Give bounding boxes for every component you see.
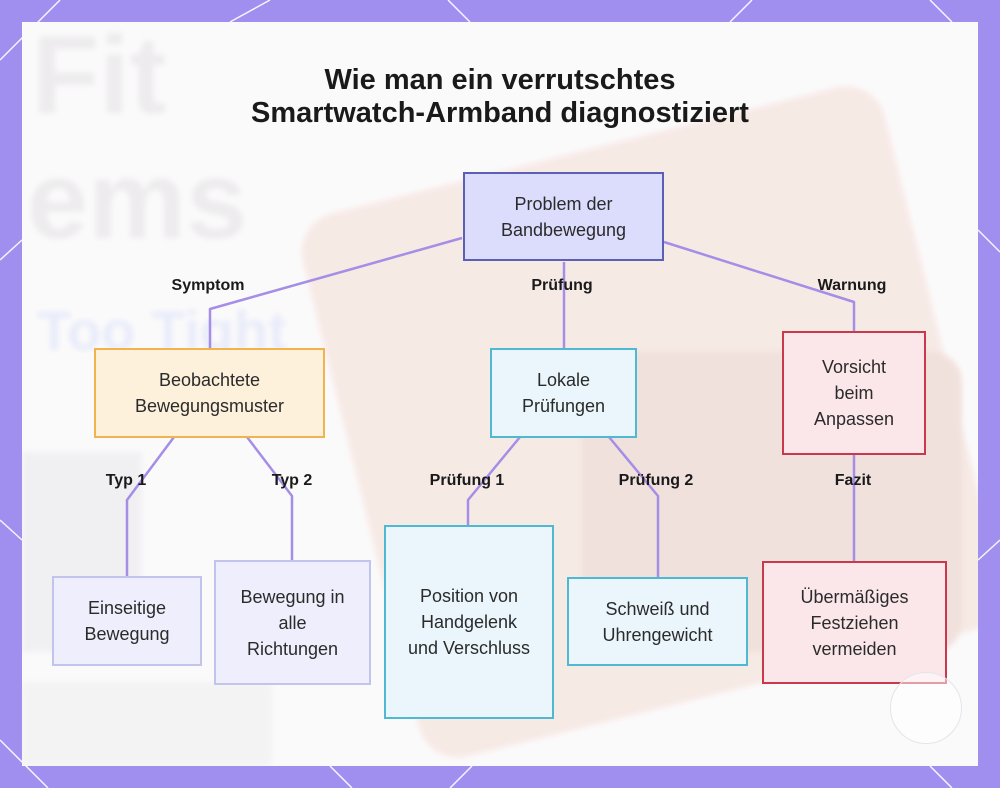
connector-symptom-type2 [246, 436, 294, 560]
connector-checks-check2 [608, 436, 660, 577]
bg-word-fit: Fit [32, 22, 167, 137]
edge-label-symptom: Symptom [171, 277, 245, 294]
node-local-checks: Lokale Prüfungen [490, 348, 637, 438]
title-line-2: Smartwatch-Armband diagnostiziert [251, 97, 749, 129]
node-one-sided-movement: Einseitige Bewegung [52, 576, 202, 666]
diagram-title: Wie man ein verrutschtes Smartwatch-Armb… [22, 64, 978, 130]
node-observed-patterns: Beobachtete Bewegungsmuster [94, 348, 325, 438]
edge-label-warning: Warnung [817, 277, 887, 294]
edge-label-checks: Prüfung [531, 277, 593, 294]
edge-label-check1: Prüfung 1 [429, 472, 505, 489]
node-root: Problem der Bandbewegung [463, 172, 664, 261]
connector-symptom-type1 [125, 436, 176, 576]
node-movement-all-directions: Bewegung in alle Richtungen [214, 560, 371, 685]
connector-root-symptom [208, 236, 463, 348]
connector-lines [125, 236, 856, 577]
connector-root-warning [663, 240, 856, 331]
connector-checks-check1 [466, 436, 521, 525]
title-line-1: Wie man ein verrutschtes [324, 64, 676, 96]
edge-label-type1: Typ 1 [105, 472, 147, 489]
node-sweat-watch-weight: Schweiß und Uhrengewicht [567, 577, 748, 666]
node-wrist-clasp-position: Position von Handgelenk und Verschluss [384, 525, 554, 719]
node-avoid-overtightening: Übermäßiges Festziehen vermeiden [762, 561, 947, 684]
edge-label-conclusion: Fazit [834, 472, 872, 489]
diagram-panel: Fit ems Too Tight Wie man ein verrutscht… [22, 22, 978, 766]
bg-word-ems: ems [27, 139, 248, 262]
edge-label-check2: Prüfung 2 [618, 472, 694, 489]
watermark-seal [890, 672, 962, 744]
edge-label-type2: Typ 2 [271, 472, 313, 489]
node-caution-adjusting: Vorsicht beim Anpassen [782, 331, 926, 455]
